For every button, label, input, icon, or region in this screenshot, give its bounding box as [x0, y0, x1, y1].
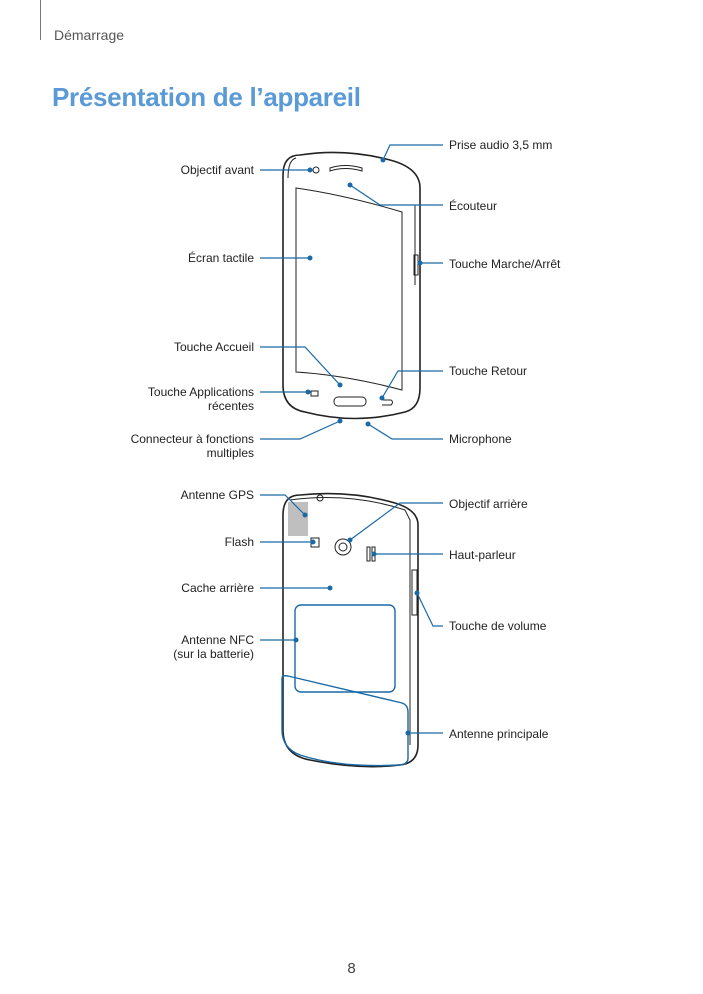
label-cache-arriere: Cache arrière [181, 581, 254, 595]
label-ecran-tactile: Écran tactile [187, 251, 254, 265]
phone-back-illustration [281, 492, 419, 768]
page-number: 8 [347, 960, 356, 977]
page-title: Présentation de l’appareil [52, 82, 361, 112]
label-antenne-nfc-line2: (sur la batterie) [173, 647, 254, 661]
label-connecteur: Connecteur à fonctions multiples [131, 432, 254, 460]
section-header: Démarrage [54, 27, 125, 43]
label-touche-applications: Touche Applications récentes [148, 385, 254, 413]
label-connecteur-line1: Connecteur à fonctions [130, 432, 254, 446]
label-touche-applications-line2: récentes [207, 399, 254, 413]
label-microphone: Microphone [449, 432, 512, 446]
label-antenne-principale: Antenne principale [449, 727, 549, 741]
label-ecouteur: Écouteur [449, 199, 498, 213]
label-connecteur-line2: multiples [206, 446, 254, 460]
label-antenne-nfc: Antenne NFC (sur la batterie) [173, 633, 254, 661]
label-prise-audio: Prise audio 3,5 mm [449, 138, 553, 152]
label-touche-applications-line1: Touche Applications [147, 385, 254, 399]
label-haut-parleur: Haut-parleur [449, 548, 516, 562]
label-objectif-arriere: Objectif arrière [449, 497, 528, 511]
label-antenne-nfc-line1: Antenne NFC [181, 633, 254, 647]
label-touche-marche-arret: Touche Marche/Arrêt [449, 257, 561, 271]
label-antenne-gps: Antenne GPS [180, 488, 254, 502]
label-flash: Flash [224, 535, 254, 549]
label-touche-volume: Touche de volume [449, 619, 547, 633]
label-touche-accueil: Touche Accueil [173, 340, 254, 354]
front-leader-lines [260, 144, 443, 440]
margin-rule [40, 0, 41, 40]
phone-front-illustration [282, 151, 421, 420]
label-touche-retour: Touche Retour [449, 364, 528, 378]
back-leader-lines [260, 494, 443, 736]
label-objectif-avant: Objectif avant [180, 163, 254, 177]
